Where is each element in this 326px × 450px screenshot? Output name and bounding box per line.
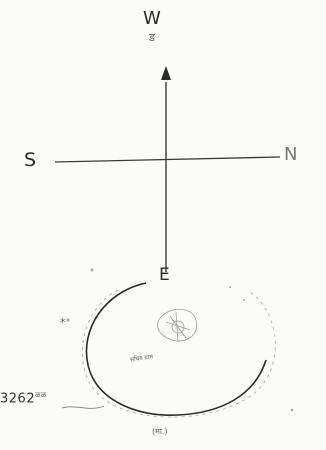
north-label-w: W [143, 10, 161, 28]
stamp-number: 3262ळळ [0, 392, 47, 405]
stamp-bottom-text: (मा.) [152, 428, 168, 436]
stamp-number-tail: ळळ [35, 391, 47, 399]
west-label-s: S [24, 151, 36, 170]
stamp-emblem [158, 309, 197, 342]
north-arrow-head [161, 66, 171, 80]
stamp-arc [86, 283, 266, 415]
south-label-e: E [159, 267, 170, 284]
east-label-n: N [284, 146, 297, 164]
stamp-number-digits: 3262 [0, 391, 35, 406]
star-mark: * [60, 316, 66, 329]
north-sub-label: ड [149, 32, 155, 43]
horizontal-axis [55, 157, 280, 162]
stamp-scribble [62, 406, 104, 408]
